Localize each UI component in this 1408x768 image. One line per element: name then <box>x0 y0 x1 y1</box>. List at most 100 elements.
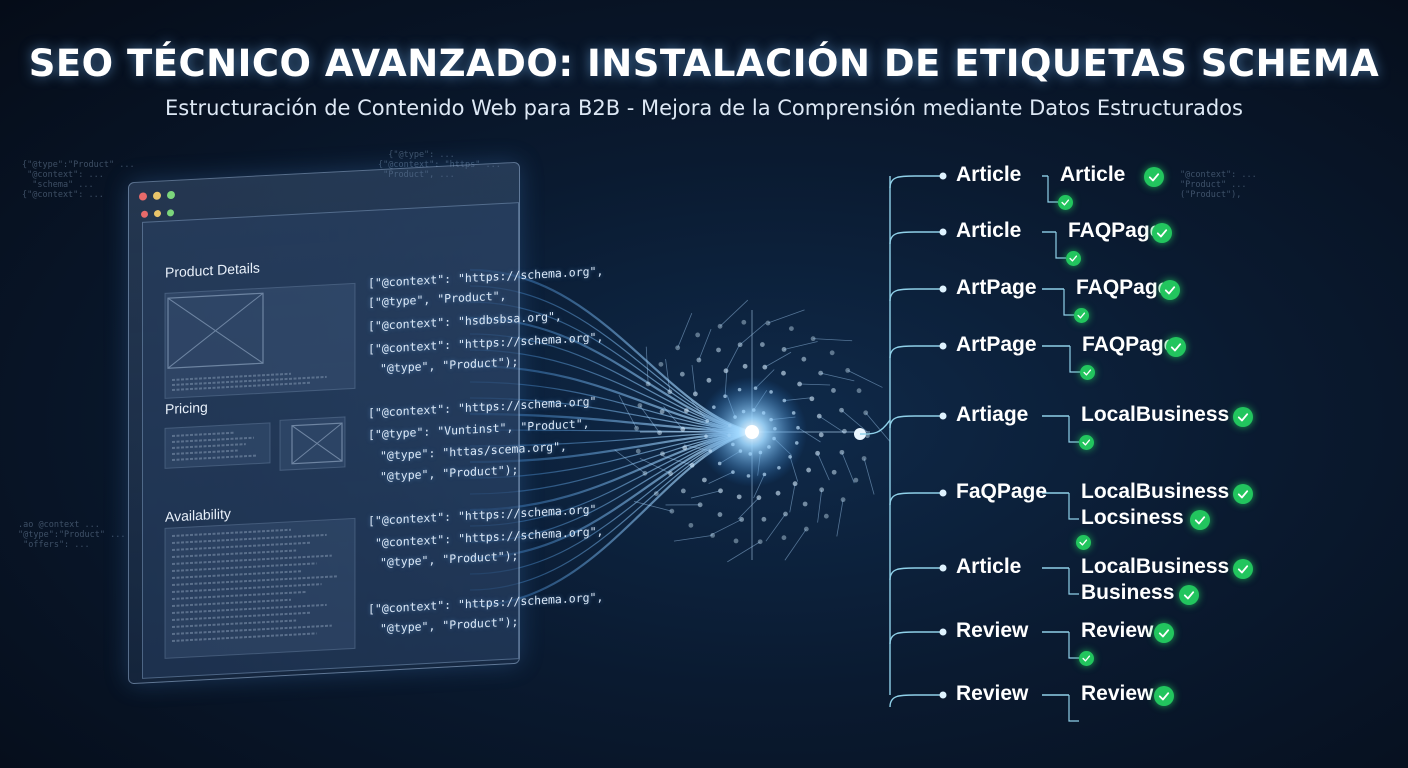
network-node <box>736 494 742 500</box>
schema-value-label: Article <box>1060 163 1126 186</box>
check-icon <box>1232 407 1253 427</box>
network-node <box>863 410 869 416</box>
schema-type-label: Article <box>956 219 1022 242</box>
text-placeholder-line <box>172 603 327 614</box>
check-icon <box>1232 484 1253 504</box>
tree-branch <box>889 175 916 189</box>
inner-maximize-dot <box>167 209 174 217</box>
window-minimize-dot <box>153 191 161 200</box>
schema-value-label: LocalBusiness <box>1081 403 1230 426</box>
network-node <box>701 477 707 483</box>
network-node <box>637 403 643 408</box>
schema-type-label: Article <box>956 555 1022 578</box>
schema-value-label: FAQPage <box>1082 333 1176 356</box>
network-node <box>759 342 765 347</box>
check-icon <box>1152 223 1173 243</box>
network-node <box>781 535 787 541</box>
network-node <box>831 388 836 393</box>
network-node <box>706 377 712 383</box>
bg-code-mid: {"@type": ...{"@context": "https" ... "P… <box>378 150 501 180</box>
network-node <box>668 471 673 476</box>
text-placeholder-line <box>172 528 291 537</box>
schema-type-label: Review <box>956 619 1029 642</box>
schema-type-label: ArtPage <box>956 276 1037 299</box>
tree-branch <box>889 231 916 245</box>
network-node <box>861 456 867 461</box>
text-placeholder-line <box>172 436 254 443</box>
tree-node-dot <box>939 172 947 180</box>
check-icon <box>1144 167 1165 187</box>
network-node <box>692 391 698 397</box>
network-node <box>823 513 829 519</box>
check-icon <box>1160 280 1181 300</box>
text-placeholder-line <box>172 619 297 628</box>
image-placeholder-icon <box>167 292 264 369</box>
network-node <box>679 371 685 377</box>
schema-type-label: Review <box>956 682 1029 705</box>
network-node <box>660 451 665 457</box>
schema-value-label: FAQPage <box>1076 276 1170 299</box>
network-node <box>680 426 686 432</box>
schema-type-label: FaQPage <box>956 480 1048 503</box>
tree-branch <box>889 694 916 708</box>
network-node <box>682 445 688 451</box>
network-node <box>635 448 641 454</box>
network-node <box>829 350 835 356</box>
network-node <box>818 432 824 438</box>
bg-code-left-2: .ao @context ..."@type":"Product" ... "o… <box>18 520 126 550</box>
network-node <box>680 488 686 494</box>
window-close-dot <box>139 192 147 201</box>
content-placeholder <box>164 282 356 399</box>
tree-node-dot <box>939 285 947 293</box>
network-node <box>718 488 723 494</box>
schema-value-label: FAQPage <box>1068 219 1162 242</box>
network-node <box>723 368 729 374</box>
network-node <box>642 470 648 476</box>
network-node <box>710 533 716 538</box>
schema-type-label: Article <box>956 163 1022 186</box>
schema-value-label: Review <box>1081 682 1154 705</box>
text-placeholder-line <box>172 431 235 437</box>
network-node <box>840 497 846 503</box>
text-placeholder-line <box>172 598 291 607</box>
schema-type-label: ArtPage <box>956 333 1037 356</box>
schema-value-label: Business <box>1081 581 1175 604</box>
network-node <box>689 462 695 468</box>
network-node <box>765 320 771 326</box>
network-node <box>839 449 845 455</box>
network-node <box>781 370 786 376</box>
text-placeholder-line <box>172 575 337 586</box>
network-node <box>733 538 739 544</box>
network-node <box>839 407 844 413</box>
check-icon <box>1080 365 1095 380</box>
text-placeholder-line <box>172 570 302 579</box>
network-node <box>831 469 837 475</box>
network-node <box>818 370 824 376</box>
text-placeholder-line <box>172 381 312 391</box>
schema-value-label: LocalBusiness <box>1081 555 1230 578</box>
text-placeholder-line <box>172 583 322 593</box>
network-node <box>659 409 665 415</box>
check-icon <box>1232 559 1253 579</box>
network-node <box>856 388 862 394</box>
page-title: SEO TÉCNICO AVANZADO: INSTALACIÓN DE ETI… <box>28 42 1380 85</box>
network-node <box>696 357 702 363</box>
network-node <box>737 342 743 348</box>
check-icon <box>1076 535 1091 550</box>
schema-type-label: Artiage <box>956 403 1029 426</box>
network-node <box>841 428 847 434</box>
network-node <box>806 467 812 473</box>
hub-core <box>745 425 759 439</box>
check-icon <box>1166 337 1187 357</box>
network-node <box>742 363 748 369</box>
network-node <box>845 367 851 373</box>
network-node <box>762 364 768 370</box>
network-node <box>788 326 794 331</box>
network-node <box>757 539 763 545</box>
network-node <box>634 425 639 431</box>
check-icon <box>1058 195 1073 210</box>
network-node <box>658 361 664 367</box>
network-node <box>783 511 788 517</box>
network-node <box>716 347 721 353</box>
